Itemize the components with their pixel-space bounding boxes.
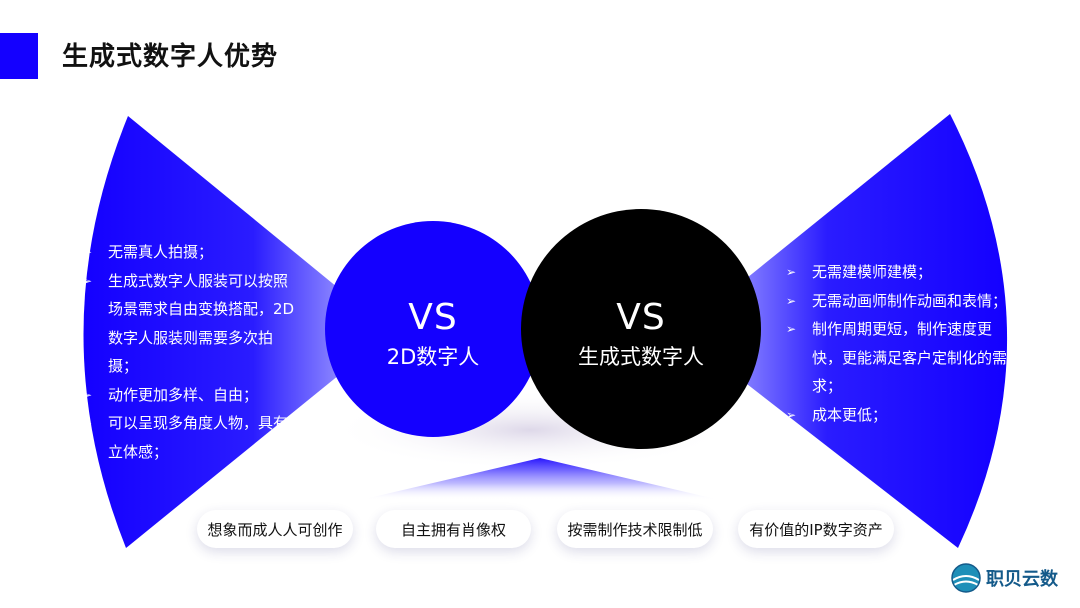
page-title: 生成式数字人优势 (62, 42, 279, 72)
title-accent-bar (0, 33, 38, 79)
list-item: 动作更加多样、自由； (82, 381, 297, 410)
pill-imagination: 想象而成人人可创作 (197, 510, 353, 548)
left-feature-list: 无需真人拍摄； 生成式数字人服装可以按照场景需求自由变换搭配，2D数字人服装则需… (82, 238, 297, 466)
list-item: 可以呈现多角度人物，具有立体感； (82, 409, 297, 466)
pill-ip-asset: 有价值的IP数字资产 (738, 510, 894, 548)
pill-low-tech-limit: 按需制作技术限制低 (557, 510, 713, 548)
circle-generative-label: 生成式数字人 (578, 345, 704, 369)
list-item: 无需建模师建模； (786, 258, 1016, 287)
globe-icon (951, 563, 981, 593)
bottom-wedge (360, 458, 720, 500)
circle-generative (521, 209, 761, 449)
list-item: 无需真人拍摄； (82, 238, 297, 267)
circle-2d-label: 2D数字人 (386, 345, 480, 369)
list-item: 生成式数字人服装可以按照场景需求自由变换搭配，2D数字人服装则需要多次拍摄； (82, 267, 297, 381)
list-item: 成本更低； (786, 401, 1016, 430)
circle-2d-label-group: VS 2D数字人 (338, 298, 528, 372)
vs-text: VS (616, 297, 666, 338)
brand-logo: 职贝云数 (950, 562, 1058, 594)
vs-text: VS (408, 297, 458, 338)
list-item: 制作周期更短，制作速度更快，更能满足客户定制化的需求； (786, 315, 1016, 401)
list-item: 无需动画师制作动画和表情； (786, 287, 1016, 316)
pill-portrait-rights: 自主拥有肖像权 (376, 510, 531, 548)
circle-2d (325, 221, 541, 437)
circle-generative-label-group: VS 生成式数字人 (536, 298, 746, 372)
brand-name: 职贝云数 (986, 569, 1058, 590)
right-feature-list: 无需建模师建模； 无需动画师制作动画和表情； 制作周期更短，制作速度更快，更能满… (786, 258, 1016, 429)
